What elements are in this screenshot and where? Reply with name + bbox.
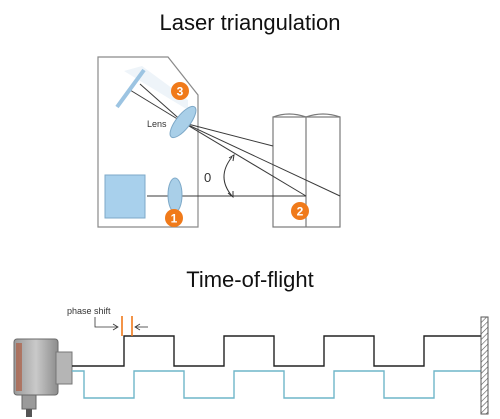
emitter-lens — [167, 177, 183, 213]
marker-1-label: 1 — [171, 212, 178, 226]
phase-shift-label: phase shift — [67, 306, 111, 316]
angle-label: 0 — [204, 170, 211, 185]
tof-sensor-device — [13, 338, 73, 417]
receiver-lens — [169, 105, 197, 139]
marker-3: 3 — [171, 82, 189, 100]
marker-2: 2 — [291, 202, 309, 220]
photodetector-strip — [115, 68, 146, 109]
marker-2-label: 2 — [297, 205, 304, 219]
received-signal-wave — [72, 370, 481, 399]
laser-triangulation-title: Laser triangulation — [159, 10, 341, 35]
angle-arrow-bottom — [227, 191, 234, 199]
emitted-signal-wave — [72, 335, 481, 367]
time-of-flight-title: Time-of-flight — [186, 267, 314, 292]
marker-1: 1 — [165, 209, 183, 227]
lens-label: Lens — [147, 119, 167, 129]
reflecting-wall — [480, 316, 489, 415]
angle-arc — [223, 156, 233, 197]
phase-shift-leader — [94, 317, 117, 328]
laser-emitter — [104, 174, 146, 219]
phase-shift-arrow-left — [112, 323, 119, 331]
angle-arrow-top — [228, 154, 235, 162]
marker-3-label: 3 — [177, 85, 184, 99]
phase-shift-arrow-right — [134, 323, 141, 331]
